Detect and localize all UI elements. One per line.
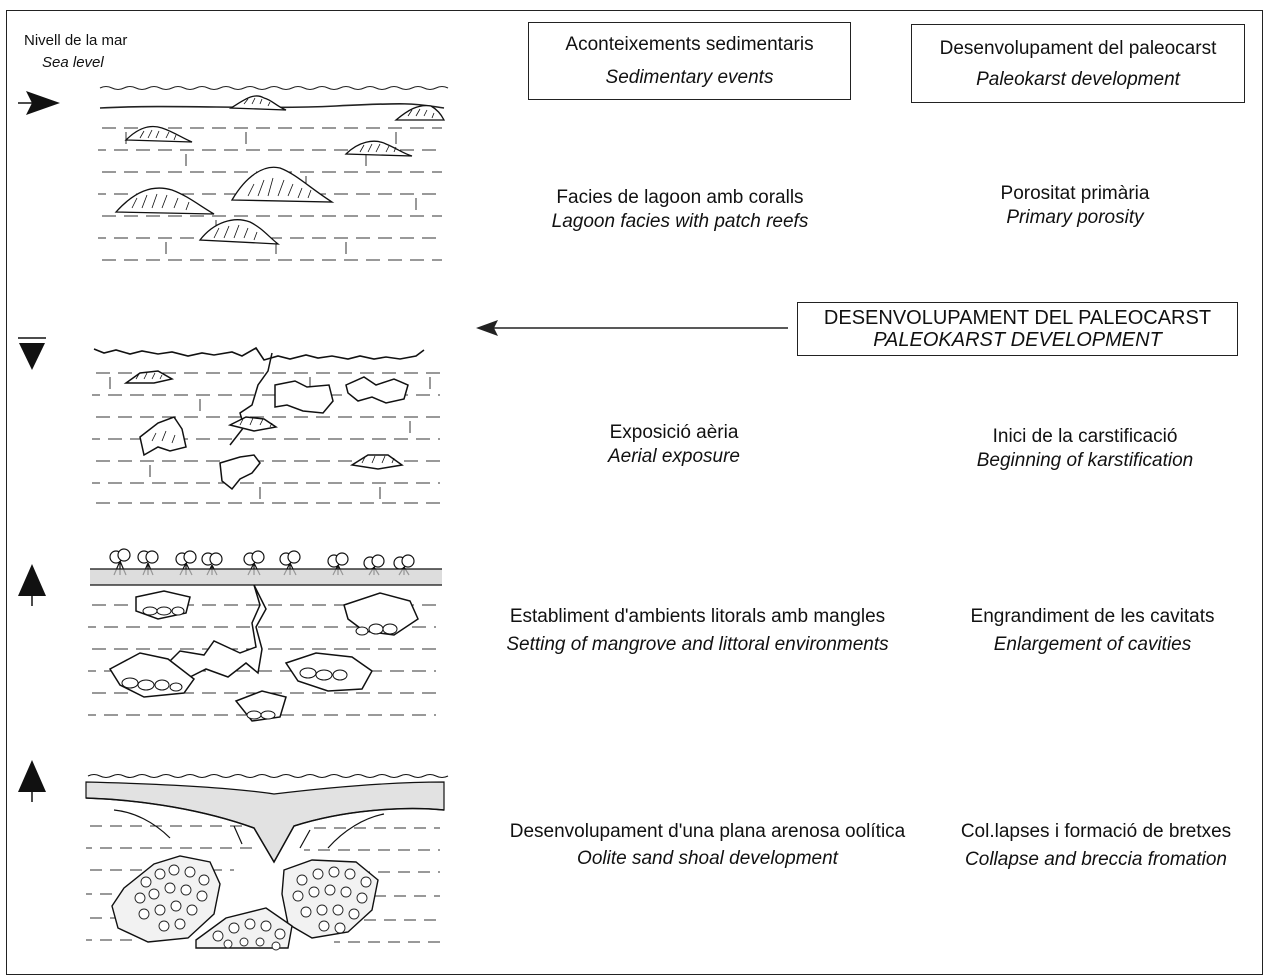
stage-3-karst-en: Enlargement of cavities	[993, 634, 1192, 655]
stage-4-event-ca: Desenvolupament d'una plana arenosa oolí…	[509, 821, 906, 842]
header-sedimentary: Aconteixements sedimentaris Sedimentary …	[528, 33, 851, 90]
stage-2-event-en: Aerial exposure	[607, 446, 741, 467]
stage-2-karst-ca: Inici de la carstificació	[992, 426, 1178, 447]
paleokarst-arrow	[476, 320, 788, 336]
stage-4-event-en: Oolite sand shoal development	[577, 848, 838, 869]
stage-4-karst-ca: Col.lapses i formació de bretxes	[960, 821, 1232, 842]
paleokarst-banner: DESENVOLUPAMENT DEL PALEOCARST PALEOKARS…	[797, 307, 1238, 351]
paleokarst-banner-en: PALEOKARST DEVELOPMENT	[873, 329, 1162, 351]
header-paleokarst-ca: Desenvolupament del paleocarst	[939, 38, 1217, 59]
mangrove-littoral-illustration	[88, 548, 442, 722]
stage-2-event-ca: Exposició aèria	[609, 422, 739, 443]
sea-level-en: Sea level	[42, 54, 104, 71]
header-paleokarst-box	[911, 24, 1245, 103]
stage-2-karst-en: Beginning of karstification	[976, 450, 1194, 471]
stage-3-event-en: Setting of mangrove and littoral environ…	[506, 634, 889, 655]
stage-3-event: Establiment d'ambients litorals amb mang…	[470, 603, 925, 659]
stage-3-event-ca: Establiment d'ambients litorals amb mang…	[509, 606, 886, 627]
stage-1-karst: Porositat primària Primary porosity	[920, 182, 1230, 230]
stage-1-event-en: Lagoon facies with patch reefs	[551, 211, 809, 232]
header-sedimentary-box	[528, 22, 851, 100]
stage-1-event-ca: Facies de lagoon amb coralls	[556, 187, 804, 208]
stage-4-event: Desenvolupament d'una plana arenosa oolí…	[480, 818, 935, 872]
stage-3-karst-ca: Engrandiment de les cavitats	[970, 606, 1215, 627]
sea-level-label: Nivell de la mar Sea level	[24, 30, 127, 74]
header-sedimentary-ca: Aconteixements sedimentaris	[565, 34, 814, 55]
lagoon-patch-reef-illustration	[98, 85, 449, 261]
header-paleokarst: Desenvolupament del paleocarst Paleokars…	[911, 37, 1245, 92]
stage-2-event: Exposició aèria Aerial exposure	[494, 421, 854, 469]
stage-2-karst: Inici de la carstificació Beginning of k…	[935, 425, 1235, 473]
paleokarst-banner-ca: DESENVOLUPAMENT DEL PALEOCARST	[823, 307, 1212, 329]
stage-3-karst: Engrandiment de les cavitats Enlargement…	[940, 603, 1245, 659]
stage-1-karst-ca: Porositat primària	[1000, 183, 1150, 204]
sea-level-up-arrow-icon	[18, 760, 46, 802]
header-paleokarst-en: Paleokarst development	[976, 69, 1180, 90]
paleokarst-banner-box	[797, 302, 1238, 356]
stage-1-event: Facies de lagoon amb coralls Lagoon faci…	[500, 186, 860, 234]
oolite-sand-shoal-illustration	[85, 773, 449, 951]
stage-4-karst-en: Collapse and breccia fromation	[965, 849, 1227, 870]
stage-1-karst-en: Primary porosity	[1006, 207, 1144, 228]
sea-level-up-arrow-icon	[18, 564, 46, 606]
sea-level-reference-arrow-icon	[18, 91, 60, 115]
aerial-exposure-illustration	[92, 346, 440, 504]
sea-level-ca: Nivell de la mar	[24, 32, 128, 49]
header-sedimentary-en: Sedimentary events	[605, 67, 774, 88]
stage-4-karst: Col.lapses i formació de bretxes Collaps…	[940, 818, 1252, 874]
sea-level-down-arrow-icon	[18, 337, 46, 370]
